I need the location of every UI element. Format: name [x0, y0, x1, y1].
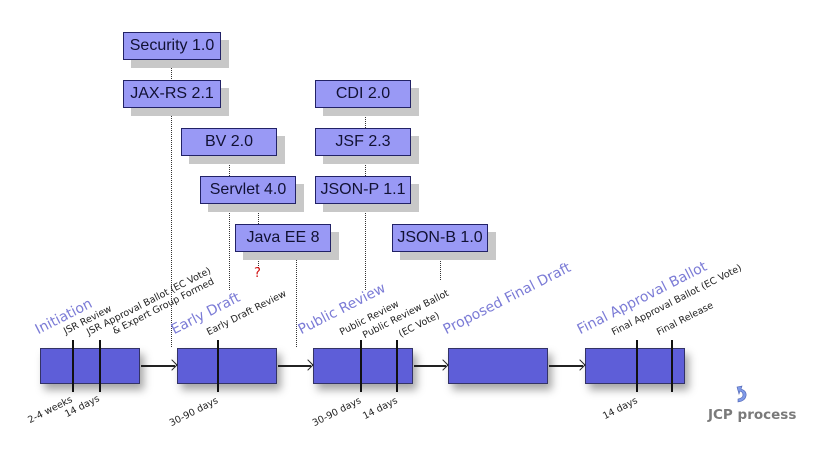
- spec-jsf: JSF 2.3: [315, 128, 411, 156]
- spec-jaxrs: JAX-RS 2.1: [123, 80, 221, 108]
- duration-final-approval: 14 days: [601, 395, 640, 423]
- connector-security: [171, 60, 172, 347]
- arrow-3: [414, 365, 446, 367]
- connector-jsonb: [440, 252, 441, 280]
- spec-jsonb: JSON-B 1.0: [392, 224, 488, 252]
- spec-javaee: Java EE 8: [235, 224, 331, 252]
- duration-early-draft: 30-90 days: [167, 395, 220, 430]
- tick-final-release: [671, 340, 673, 392]
- spec-security: Security 1.0: [123, 32, 221, 60]
- spec-cdi: CDI 2.0: [315, 80, 411, 108]
- duration-public-review-ballot: 14 days: [361, 395, 400, 423]
- phase-box-public-review: [313, 348, 413, 384]
- arrow-1: [141, 365, 175, 367]
- connector-javaee-question: [258, 252, 259, 268]
- phase-label-proposed-final-draft: Proposed Final Draft: [440, 259, 574, 338]
- phase-box-initiation: [40, 348, 140, 384]
- phase-box-final-approval-ballot: [585, 348, 685, 384]
- tick-early-draft-review: [217, 340, 219, 392]
- curved-arrow-icon: [736, 385, 747, 403]
- arrow-2: [278, 365, 311, 367]
- phase-box-early-draft: [177, 348, 277, 384]
- tick-public-review-ballot: [396, 340, 398, 392]
- jcp-process-label: JCP process: [708, 407, 797, 423]
- tick-jsr-approval: [99, 340, 101, 392]
- connector-bv: [229, 156, 230, 290]
- connector-javaee: [296, 252, 297, 347]
- spec-jsonp: JSON-P 1.1: [315, 176, 411, 204]
- connector-servlet: [258, 204, 259, 224]
- tick-public-review: [360, 340, 362, 392]
- spec-bv: BV 2.0: [181, 128, 277, 156]
- arrow-4: [549, 365, 583, 367]
- spec-servlet: Servlet 4.0: [200, 176, 296, 204]
- tick-final-approval: [636, 340, 638, 392]
- tick-jsr-review: [72, 340, 74, 392]
- phase-box-proposed-final-draft: [448, 348, 548, 384]
- duration-public-review: 30-90 days: [310, 395, 363, 430]
- question-mark: ?: [254, 266, 261, 281]
